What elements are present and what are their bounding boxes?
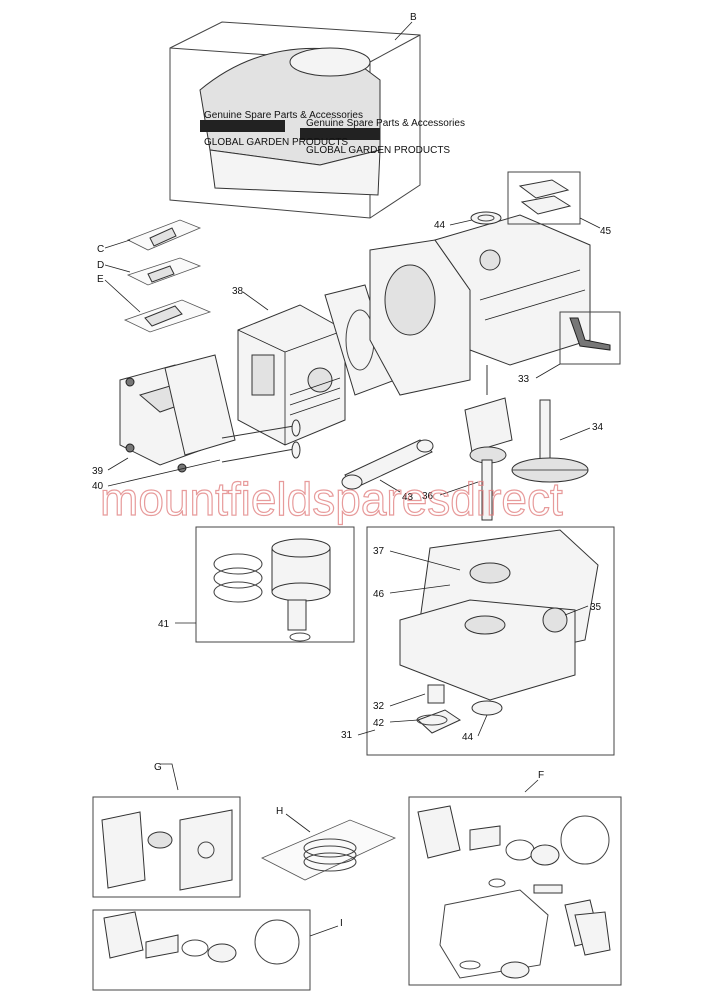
label-39: 39	[92, 466, 104, 477]
oil-seal-top[interactable]: 44	[434, 211, 502, 231]
valve-kit-c[interactable]: C	[97, 219, 202, 255]
label-44-top: 44	[434, 220, 446, 231]
engine-box-assembly[interactable]: Genuine Spare Parts & Accessories GLOBAL…	[169, 12, 465, 219]
label-d: D	[97, 260, 104, 271]
governor-shaft-kit[interactable]: 33	[518, 311, 621, 385]
valve-cover[interactable]: 39	[92, 354, 236, 477]
label-h: H	[276, 806, 283, 817]
label-37: 37	[373, 546, 385, 557]
watermark-text: mountfieldsparesdirect	[100, 473, 563, 525]
label-45: 45	[600, 226, 612, 237]
label-46: 46	[373, 589, 385, 600]
label-c: C	[97, 244, 104, 255]
label-40: 40	[92, 481, 104, 492]
label-38: 38	[232, 286, 244, 297]
cylinder-head[interactable]: 38	[232, 286, 346, 446]
label-36: 36	[422, 491, 434, 502]
label-35: 35	[590, 602, 602, 613]
crankcase-cover-assembly[interactable]: 31 37 46 35 32 42 44	[341, 526, 615, 756]
valve-kit-d[interactable]: D	[97, 257, 202, 286]
label-g: G	[154, 762, 162, 773]
gasket-set-i[interactable]: I	[92, 909, 343, 991]
label-31: 31	[341, 730, 353, 741]
cylinder-block[interactable]	[369, 214, 591, 396]
label-i: I	[340, 918, 343, 929]
piston-ring-kit-h[interactable]: H	[261, 806, 397, 881]
crankshaft[interactable]: 36	[422, 365, 513, 521]
label-33: 33	[518, 374, 530, 385]
label-44-bottom: 44	[462, 732, 474, 743]
breather-gasket-kit[interactable]: 45	[507, 171, 612, 237]
packaging-brand-text-3: Genuine Spare Parts & Accessories	[306, 118, 465, 129]
label-34: 34	[592, 422, 604, 433]
camshaft[interactable]: 34	[511, 399, 604, 483]
packaging-brand-text-2: GLOBAL GARDEN PRODUCTS	[204, 137, 348, 148]
label-e: E	[97, 274, 104, 285]
label-b: B	[410, 12, 417, 23]
gasket-kit-f[interactable]: F	[408, 770, 622, 986]
piston-kit[interactable]: 41	[158, 526, 355, 643]
packaging-brand-text-1: Genuine Spare Parts & Accessories	[204, 110, 363, 121]
label-43: 43	[402, 492, 414, 503]
valves[interactable]: 40	[92, 419, 301, 492]
packaging-brand-text-4: GLOBAL GARDEN PRODUCTS	[306, 145, 450, 156]
connecting-rod[interactable]: 43	[341, 439, 434, 503]
label-42: 42	[373, 718, 385, 729]
valve-kit-e[interactable]: E	[97, 274, 212, 333]
kit-g[interactable]: G	[92, 762, 241, 898]
label-f: F	[538, 770, 544, 781]
label-41: 41	[158, 619, 170, 630]
label-32: 32	[373, 701, 385, 712]
